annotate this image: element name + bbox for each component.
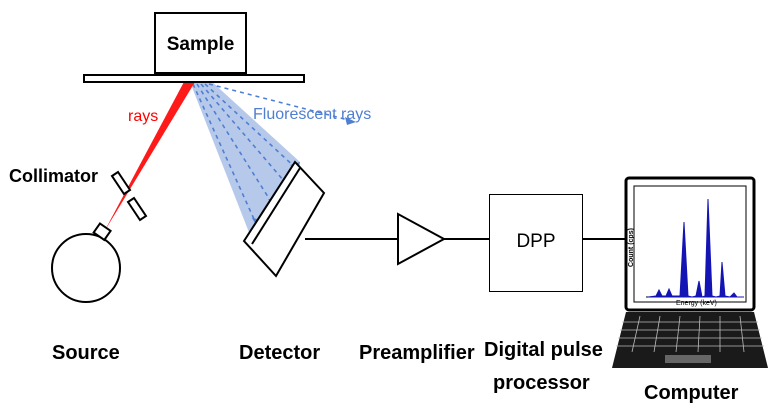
primary-ray (104, 80, 195, 232)
computer-label: Computer (644, 382, 739, 404)
sample-label: Sample (166, 34, 235, 55)
detector-label: Detector (239, 342, 321, 364)
fluorescent-rays-label: Fluorescent rays (253, 106, 372, 123)
spectrum-curve (647, 198, 744, 298)
detector-icon (242, 160, 326, 278)
processor-label: processor (493, 372, 590, 394)
screen-ylabel: Count (cps) (627, 228, 635, 267)
dpp-label: DPP (516, 231, 556, 252)
sample-box: Sample (154, 12, 247, 74)
fluorescent-arrows (192, 83, 357, 229)
source-label: Source (52, 342, 120, 364)
dpp-box: DPP (489, 194, 583, 292)
preamplifier-label: Preamplifier (359, 342, 475, 364)
source-icon (51, 222, 121, 303)
screen-xlabel: Energy (keV) (676, 300, 717, 307)
preamplifier-icon (397, 212, 447, 266)
spectrum-plot (646, 198, 744, 298)
rays-label: rays (128, 108, 159, 125)
sample-stage (83, 74, 305, 83)
collimator-icon (110, 170, 148, 222)
collimator-label: Collimator (9, 166, 99, 186)
laptop-icon (612, 176, 768, 368)
digital-pulse-label: Digital pulse (484, 339, 603, 361)
